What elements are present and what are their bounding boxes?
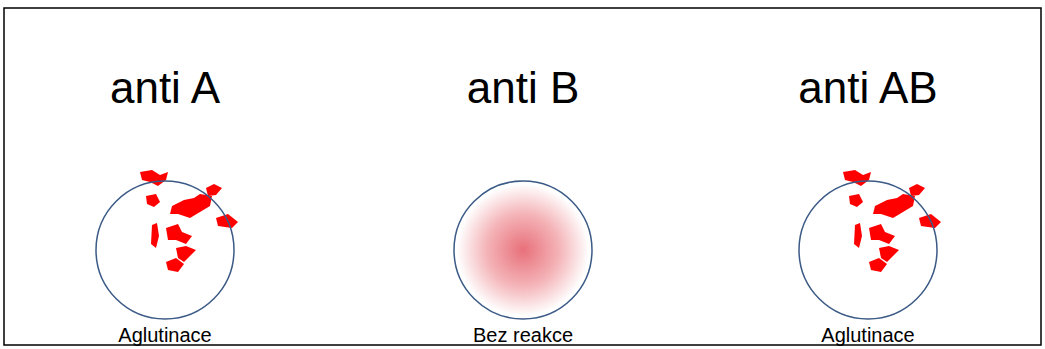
- circle-outline: [453, 180, 593, 320]
- reagent-heading: anti B: [467, 62, 580, 114]
- circle-outline: [95, 180, 235, 320]
- result-caption: Bez reakce: [473, 323, 573, 347]
- test-circle: anti ABAglutinace: [798, 180, 938, 320]
- circle-line: [454, 181, 592, 319]
- frame: [4, 8, 1041, 345]
- reagent-heading: anti A: [110, 62, 220, 114]
- result-caption: Aglutinace: [821, 323, 914, 347]
- circle-outline: [798, 180, 938, 320]
- reagent-heading: anti AB: [798, 62, 937, 114]
- circle-line: [96, 181, 234, 319]
- test-circle: anti BBez reakce: [453, 180, 593, 320]
- diffuse-blood: [457, 184, 589, 316]
- test-circle: anti AAglutinace: [95, 180, 235, 320]
- circle-line: [799, 181, 937, 319]
- result-caption: Aglutinace: [118, 323, 211, 347]
